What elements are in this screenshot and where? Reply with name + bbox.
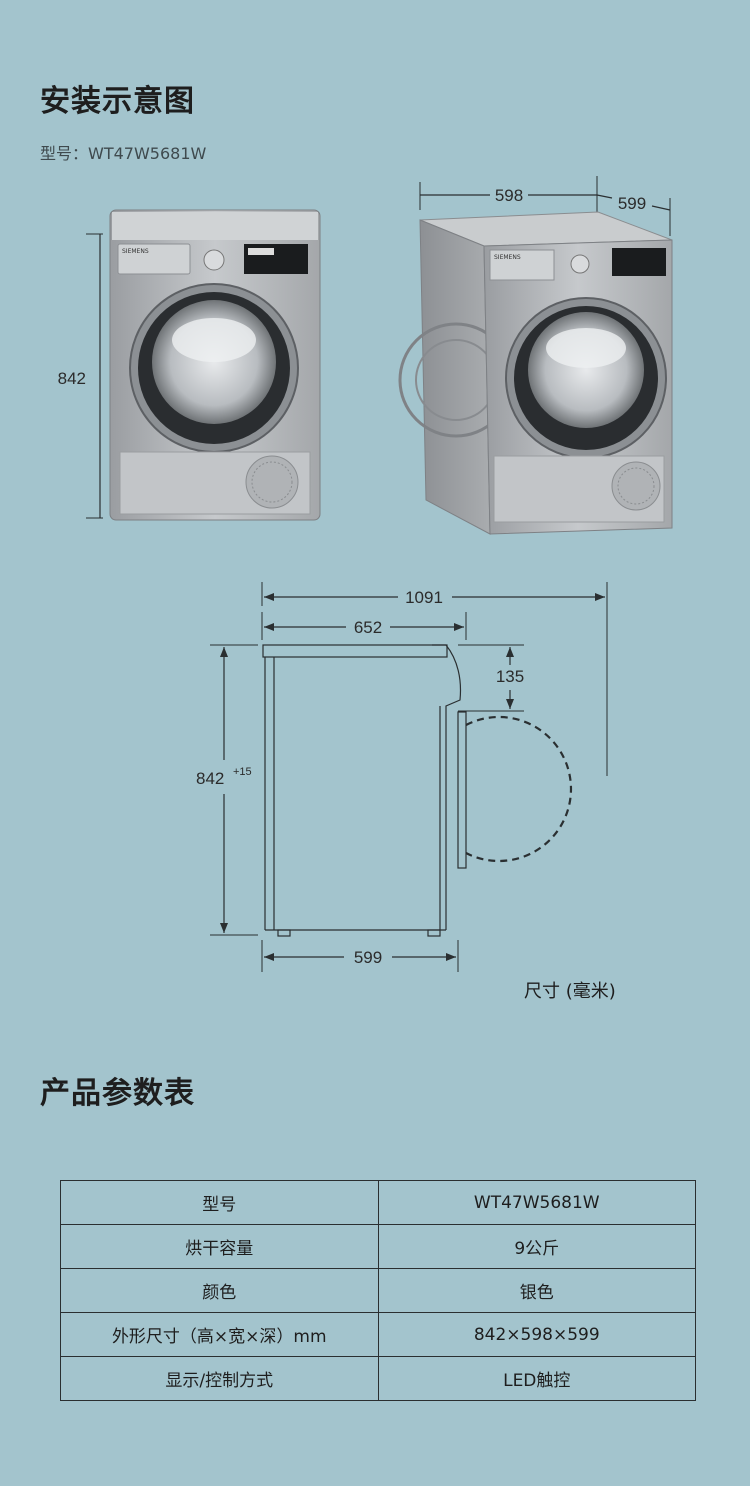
side-dimension-diagram: 1091 652 135 842 +15 bbox=[196, 582, 608, 972]
table-row: 型号 WT47W5681W bbox=[60, 1180, 696, 1225]
unit-caption: 尺寸 (毫米) bbox=[524, 981, 616, 1002]
bottom-depth-label: 599 bbox=[354, 948, 382, 967]
spec-value: LED触控 bbox=[377, 1356, 696, 1401]
front-brand-text: SIEMENS bbox=[122, 248, 149, 255]
perspective-view-dryer: 598 599 SIEMENS bbox=[398, 176, 673, 535]
height-tolerance-label: +15 bbox=[233, 766, 252, 778]
perspective-width-label: 598 bbox=[495, 186, 523, 205]
drawings: 842 SIEMENS 598 599 SIEMENS bbox=[58, 176, 673, 972]
spec-key: 颜色 bbox=[60, 1268, 379, 1313]
spec-table: 型号 WT47W5681W 烘干容量 9公斤 颜色 银色 外形尺寸（高×宽×深）… bbox=[60, 1180, 696, 1401]
table-row: 外形尺寸（高×宽×深）mm 842×598×599 bbox=[60, 1312, 696, 1357]
spec-key: 型号 bbox=[60, 1180, 379, 1225]
table-row: 颜色 银色 bbox=[60, 1268, 696, 1313]
spec-key: 外形尺寸（高×宽×深）mm bbox=[60, 1312, 379, 1357]
spec-key: 烘干容量 bbox=[60, 1224, 379, 1269]
model-value: WT47W5681W bbox=[88, 144, 207, 163]
front-height-label: 842 bbox=[58, 369, 86, 388]
perspective-depth-label: 599 bbox=[618, 194, 646, 213]
model-label: 型号： bbox=[40, 144, 89, 163]
spec-value: WT47W5681W bbox=[377, 1180, 696, 1225]
install-diagram-title: 安装示意图 bbox=[40, 84, 195, 119]
spec-table-title: 产品参数表 bbox=[40, 1076, 195, 1111]
table-row: 显示/控制方式 LED触控 bbox=[60, 1356, 696, 1401]
front-view-dryer: 842 SIEMENS bbox=[58, 209, 321, 521]
spec-value: 9公斤 bbox=[377, 1224, 696, 1269]
total-depth-label: 1091 bbox=[405, 588, 443, 607]
spec-value: 银色 bbox=[377, 1268, 696, 1313]
table-row: 烘干容量 9公斤 bbox=[60, 1224, 696, 1269]
body-depth-label: 652 bbox=[354, 618, 382, 637]
spec-key: 显示/控制方式 bbox=[60, 1356, 379, 1401]
door-offset-label: 135 bbox=[496, 667, 524, 686]
height-main-label: 842 bbox=[196, 769, 224, 788]
perspective-brand-text: SIEMENS bbox=[494, 254, 521, 261]
model-line: 型号：WT47W5681W bbox=[40, 140, 206, 164]
spec-value: 842×598×599 bbox=[377, 1312, 696, 1357]
